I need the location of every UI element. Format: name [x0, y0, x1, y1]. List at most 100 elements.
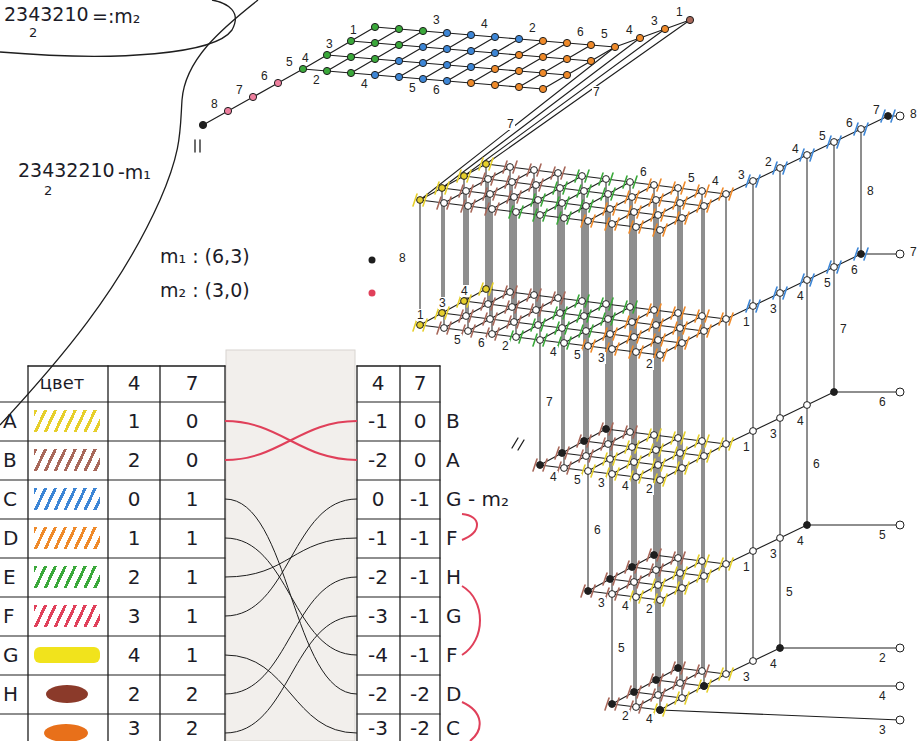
vertical-edge — [834, 267, 835, 392]
edge-label: 3 — [769, 548, 778, 560]
graph-vertex — [611, 43, 618, 50]
output-label: 3 — [878, 724, 887, 736]
vertical-edge — [702, 316, 703, 441]
vertical-edge — [564, 343, 565, 468]
graph-vertex — [347, 53, 354, 60]
graph-vertex — [723, 671, 730, 678]
output-line — [780, 647, 900, 648]
graph-vertex — [515, 67, 522, 74]
table-rule — [357, 596, 440, 597]
graph-vertex — [585, 468, 592, 475]
vertical-edge — [726, 319, 727, 444]
graph-vertex — [657, 227, 664, 234]
graph-vertex — [701, 683, 708, 690]
edge-label: 6 — [477, 337, 486, 349]
output-label: 7 — [909, 246, 918, 258]
graph-vertex — [417, 322, 424, 329]
edge-label: 6 — [432, 84, 441, 96]
edge-label: 4 — [711, 175, 720, 187]
edge-label: 4 — [301, 52, 310, 64]
vertical-edge — [612, 594, 613, 704]
legend-swatch — [46, 685, 88, 703]
link-line — [486, 20, 690, 164]
table-rule — [357, 674, 440, 675]
edge-label: 5 — [573, 474, 582, 486]
edge-label: 2 — [621, 710, 630, 722]
vertical-edge — [678, 188, 679, 313]
graph-vertex — [489, 331, 496, 338]
edge-label: 7 — [839, 323, 848, 335]
table-rule — [356, 366, 357, 741]
output-line — [834, 391, 900, 392]
graph-vertex — [579, 173, 586, 180]
graph-vertex — [804, 277, 811, 284]
table-rule — [357, 401, 440, 402]
graph-vertex — [629, 444, 636, 451]
graph-vertex — [539, 85, 546, 92]
graph-vertex — [585, 343, 592, 350]
legend-key: F — [3, 605, 15, 627]
table-header: 4 — [372, 372, 385, 394]
graph-vertex — [677, 450, 684, 457]
table-cell: -1 — [368, 527, 388, 549]
graph-vertex — [461, 298, 468, 305]
graph-vertex — [655, 212, 662, 219]
edge-label: 8 — [398, 252, 407, 264]
graph-edge — [399, 47, 423, 61]
edge-label: 4 — [480, 18, 489, 30]
table-header: 7 — [186, 372, 199, 394]
graph-vertex — [633, 224, 640, 231]
legend-swatch — [34, 527, 100, 549]
graph-vertex — [777, 535, 784, 542]
table-cell: -3 — [368, 717, 388, 739]
table-rule — [159, 366, 160, 741]
vertical-edge — [492, 209, 493, 334]
graph-vertex — [858, 251, 865, 258]
vertical-edge — [704, 206, 705, 331]
graph-vertex — [750, 303, 757, 310]
graph-vertex — [561, 465, 568, 472]
graph-vertex — [653, 567, 660, 574]
output-label: 6 — [878, 396, 887, 408]
vertical-edge — [680, 203, 681, 328]
bracket-arc — [462, 514, 477, 540]
graph-vertex — [515, 83, 522, 90]
graph-vertex — [627, 179, 634, 186]
graph-vertex — [675, 555, 682, 562]
graph-vertex — [587, 41, 594, 48]
vertical-edge — [584, 316, 585, 441]
vertical-edge — [534, 170, 535, 295]
graph-vertex — [511, 319, 518, 326]
edge-label: 5 — [573, 349, 582, 361]
graph-vertex — [561, 340, 568, 347]
graph-edge — [399, 63, 423, 77]
graph-vertex — [539, 37, 546, 44]
graph-vertex — [371, 39, 378, 46]
graph-edge — [423, 65, 447, 79]
table-rule — [399, 366, 400, 741]
edge-label: 6 — [576, 26, 585, 38]
table-cell: 2 — [128, 683, 141, 705]
row-letter: G — [446, 605, 462, 627]
graph-edge — [543, 59, 567, 73]
graph-vertex — [699, 558, 706, 565]
graph-edge — [726, 181, 753, 194]
graph-vertex — [583, 203, 590, 210]
legend-key: H — [3, 683, 18, 705]
edge-label: 1 — [742, 441, 751, 453]
table-header: цвет — [40, 373, 84, 393]
graph-vertex — [804, 402, 811, 409]
table-rule — [357, 365, 440, 366]
legend-swatch — [34, 566, 100, 588]
table-cell: 1 — [186, 605, 199, 627]
graph-vertex — [323, 67, 330, 74]
legend-swatch — [34, 449, 100, 471]
table-cell: -1 — [368, 410, 388, 432]
marker-dot — [369, 257, 376, 264]
table-rule — [0, 518, 225, 519]
graph-vertex — [609, 701, 616, 708]
output-label: 5 — [878, 529, 887, 541]
graph-vertex — [804, 152, 811, 159]
graph-vertex — [631, 579, 638, 586]
equal-mark — [512, 438, 518, 448]
